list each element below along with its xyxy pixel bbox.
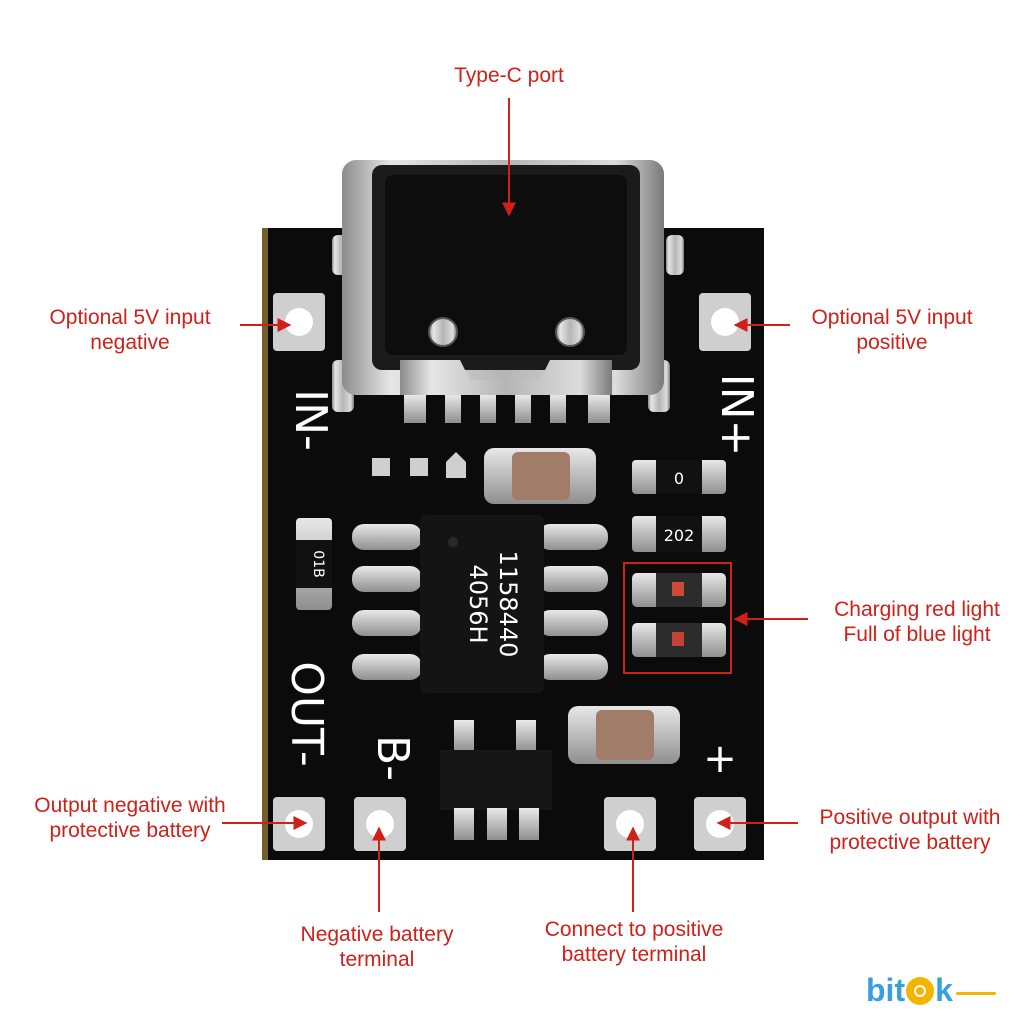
pad-battery-positive: [604, 797, 656, 851]
ic-marking-line2: 1158440: [494, 551, 522, 658]
label-input-negative: Optional 5V input negative: [20, 305, 240, 355]
label-output-negative: Output negative with protective battery: [10, 793, 250, 843]
label-battery-positive-line2: battery terminal: [561, 943, 707, 966]
led-red: [632, 573, 726, 607]
resistor-0-label: 0: [674, 469, 684, 488]
ic-pins: [352, 524, 608, 680]
pad-in-positive: [699, 293, 751, 351]
protection-transistor: [440, 720, 552, 840]
label-output-negative-line2: protective battery: [49, 819, 211, 842]
resistor-01b-label: 01B: [310, 550, 326, 577]
silk-plus: +: [703, 736, 737, 782]
ic-marking-line1: 4056H: [464, 564, 492, 643]
label-output-positive-line2: protective battery: [829, 831, 991, 854]
coin-icon: [906, 977, 935, 1005]
silk-b-minus: B-: [367, 735, 418, 781]
label-input-positive-line2: positive: [856, 331, 928, 354]
label-output-positive-line1: Positive output with: [819, 806, 1001, 829]
label-battery-negative: Negative battery terminal: [270, 922, 484, 972]
label-led-status-line1: Charging red light: [834, 598, 1000, 621]
capacitor-top: [484, 448, 596, 504]
label-battery-positive: Connect to positive battery terminal: [520, 917, 748, 967]
led-highlight-box: [623, 562, 732, 674]
resistor-01b: 01B: [296, 518, 332, 610]
logo-text-a: bit: [866, 972, 906, 1008]
capacitor-bottom: [568, 706, 680, 764]
resistor-202-label: 202: [664, 526, 695, 545]
logo-text-b: k: [935, 972, 953, 1008]
label-battery-negative-line1: Negative battery: [300, 923, 454, 946]
label-output-negative-line1: Output negative with: [34, 794, 226, 817]
pad-in-negative: [273, 293, 325, 351]
type-c-connector: [332, 160, 684, 423]
label-input-positive: Optional 5V input positive: [782, 305, 1002, 355]
label-output-positive: Positive output with protective battery: [798, 805, 1022, 855]
resistor-0: 0: [632, 460, 726, 494]
label-input-positive-line1: Optional 5V input: [811, 306, 973, 329]
silk-out-minus: OUT-: [281, 661, 332, 767]
logo-swoosh-icon: [955, 992, 996, 995]
silk-in-plus: IN+: [711, 374, 762, 457]
silk-in-minus: IN-: [285, 389, 336, 451]
resistor-202: 202: [632, 516, 726, 552]
label-battery-negative-line2: terminal: [339, 948, 415, 971]
label-input-negative-line2: negative: [90, 331, 170, 354]
led-blue: [632, 623, 726, 657]
charger-ic: 4056H 1158440: [420, 515, 544, 693]
label-battery-positive-line1: Connect to positive: [544, 918, 724, 941]
label-type-c-port: Type-C port: [409, 63, 609, 88]
label-input-negative-line1: Optional 5V input: [49, 306, 211, 329]
label-led-status: Charging red light Full of blue light: [810, 597, 1024, 647]
label-type-c-port-text: Type-C port: [454, 64, 564, 87]
label-led-status-line2: Full of blue light: [843, 623, 991, 646]
